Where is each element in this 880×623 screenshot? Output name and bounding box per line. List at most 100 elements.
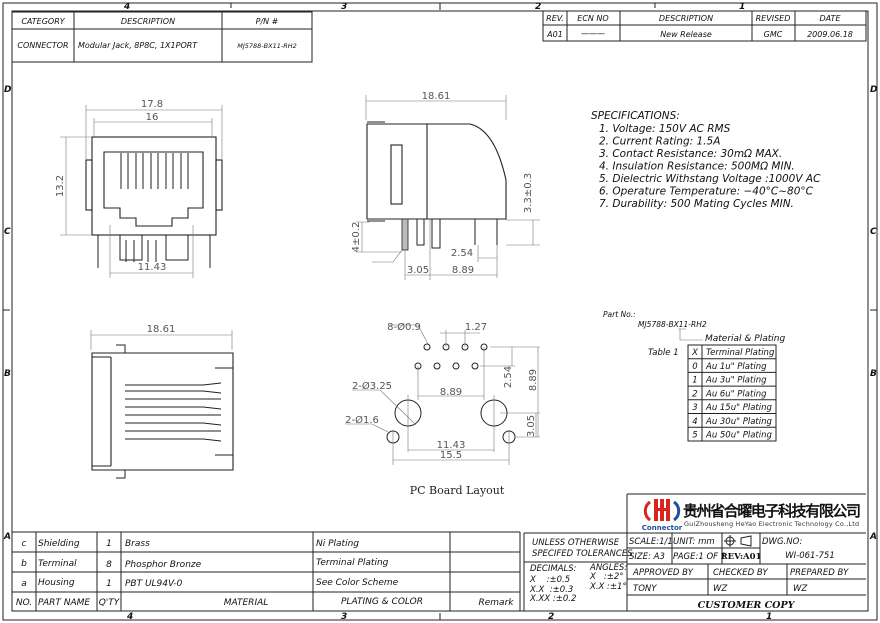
prepared-label: PREPARED BY: [790, 568, 849, 578]
revision-table: REV. ECN NO DESCRIPTION REVISED DATE A01…: [542, 10, 867, 42]
date-header: DATE: [820, 14, 842, 23]
part-no-value: MJ5788-BX11-RH2: [638, 320, 707, 329]
dim-15-5: 15.5: [440, 450, 462, 461]
bom-no: a: [21, 579, 27, 589]
angles-label: ANGLES:: [589, 563, 627, 573]
bom-header-no: NO.: [16, 598, 32, 608]
plating-code: 4: [692, 417, 697, 427]
rev-value: A01: [546, 30, 563, 39]
dwg-number: WI-061-751: [785, 551, 835, 561]
part-no-label: Part No.:: [603, 310, 636, 319]
checked-label: CHECKED BY: [713, 568, 769, 578]
zone-a-right: A: [869, 532, 877, 542]
plating-code: 5: [692, 431, 697, 441]
dim-2-54: 2.54: [451, 248, 473, 259]
sheet-size: SIZE: A3: [629, 552, 665, 562]
title-block: Connector 贵州省合曜电子科技有限公司 GuiZhousheng HeY…: [523, 493, 866, 611]
bottom-view: 18.61: [90, 324, 234, 479]
bom-no: c: [22, 539, 27, 549]
dim-4: 4±0.2: [351, 222, 362, 253]
desc-value: New Release: [660, 30, 712, 39]
page: PAGE:1 OF 1: [673, 552, 726, 562]
bom-qty: 8: [106, 560, 112, 570]
front-view: 17.8 16 13.2 11.43: [55, 99, 223, 278]
plating-header: Terminal Plating: [706, 348, 775, 358]
zone-4-bottom: 4: [126, 612, 133, 622]
bom-part-name: Shielding: [38, 539, 80, 549]
zone-1: 1: [739, 2, 745, 12]
bom-plating: Terminal Plating: [316, 558, 389, 568]
approved-label: APPROVED BY: [632, 568, 694, 578]
zone-3-bottom: 3: [341, 612, 347, 622]
category-value: CONNECTOR: [17, 41, 68, 50]
plating-value: Au 30u" Plating: [705, 417, 772, 427]
zone-4: 4: [123, 2, 130, 12]
spec-item: 3. Contact Resistance: 30mΩ MAX.: [599, 148, 782, 160]
zone-markers: 4 3 2 1 4 3 2 1 D C B A D C B A: [3, 2, 878, 622]
revised-value: GMC: [764, 30, 783, 39]
decimals-label: DECIMALS:: [530, 564, 577, 574]
dim-3-05: 3.05: [407, 265, 429, 276]
x-header: X: [691, 348, 698, 358]
plating-code: 3: [692, 403, 697, 413]
date-value: 2009.06.18: [807, 30, 853, 39]
spec-item: 4. Insulation Resistance: 500MΩ MIN.: [599, 161, 795, 173]
bom-header-qty: Q'TY: [99, 598, 121, 608]
bom-qty: 1: [106, 539, 112, 549]
revised-header: REVISED: [756, 14, 791, 23]
dim-width-16: 16: [146, 112, 159, 123]
pn-value: MJ5788-BX11-RH2: [237, 42, 296, 50]
dim-bottom-18-61: 18.61: [147, 324, 176, 335]
bom-header-plating: PLATING & COLOR: [341, 597, 423, 607]
table-label: Table 1: [648, 348, 679, 358]
customer-copy: CUSTOMER COPY: [698, 600, 796, 611]
spec-item: 1. Voltage: 150V AC RMS: [599, 123, 731, 135]
unit: UNIT: mm: [673, 537, 715, 547]
dim-pitch-1-27: 1.27: [465, 322, 487, 333]
decimal-tolerance: X :±0.5: [529, 575, 570, 585]
dim-11-43: 11.43: [437, 440, 466, 451]
zone-c-right: C: [870, 227, 877, 237]
dim-height-13-2: 13.2: [55, 175, 66, 197]
dim-small-hole: 2-Ø1.6: [345, 414, 379, 426]
pcb-layout: 8-Ø0.9 1.27 2.54 8.89 8.89 2-Ø3.25 2-Ø1.…: [345, 321, 540, 497]
dim-8-89: 8.89: [452, 265, 474, 276]
bom-plating: Ni Plating: [316, 539, 359, 549]
bom-table: c Shielding 1 Brass Ni Plating b Termina…: [12, 531, 521, 611]
dim-horizontal-8-89: 8.89: [440, 387, 462, 398]
angle-tolerance: X.X :±1°: [589, 582, 627, 592]
bom-material: Brass: [125, 539, 150, 549]
zone-d: D: [4, 85, 12, 95]
bom-part-name: Terminal: [38, 559, 77, 569]
tolerance-title: SPECIFED TOLERANCES: [532, 549, 633, 559]
bom-header-material: MATERIAL: [224, 598, 269, 608]
description-value: Modular Jack, 8P8C, 1X1PORT: [78, 41, 198, 50]
bom-material: PBT UL94V-0: [125, 579, 183, 589]
dim-row-2-54: 2.54: [503, 366, 514, 388]
ecn-value: ———: [581, 29, 605, 38]
bom-qty: 1: [106, 579, 112, 589]
bom-plating: See Color Scheme: [316, 578, 399, 588]
angle-tolerance: X :±2°: [589, 572, 624, 582]
plating-code: 2: [692, 389, 697, 399]
plating-code: 0: [692, 362, 697, 372]
material-plating-callout: Material & Plating: [705, 334, 785, 344]
header-description: DESCRIPTION: [121, 17, 175, 26]
spec-item: 7. Durability: 500 Mating Cycles MIN.: [599, 198, 794, 210]
plating-value: Au 3u" Plating: [705, 376, 767, 386]
company-name-en: GuiZhousheng HeYao Electronic Technology…: [684, 520, 859, 528]
plating-table: Part No.: MJ5788-BX11-RH2 Material & Pla…: [603, 310, 785, 442]
plating-value: Au 6u" Plating: [705, 389, 767, 399]
spec-item: 5. Dielectric Withstang Voltage :1000V A…: [599, 173, 821, 185]
tolerance-title: UNLESS OTHERWISE: [532, 538, 620, 548]
company-name-cn: 贵州省合曜电子科技有限公司: [683, 502, 861, 520]
company-logo: Connector: [642, 499, 683, 532]
spec-item: 6. Operature Temperature: −40°C~80°C: [599, 186, 814, 198]
plating-code: 1: [692, 376, 697, 386]
rev-value: REV:A01: [721, 552, 762, 562]
zone-b: B: [4, 369, 11, 379]
desc-header: DESCRIPTION: [659, 14, 713, 23]
checked-by: WZ: [713, 584, 727, 594]
zone-a: A: [3, 532, 11, 542]
